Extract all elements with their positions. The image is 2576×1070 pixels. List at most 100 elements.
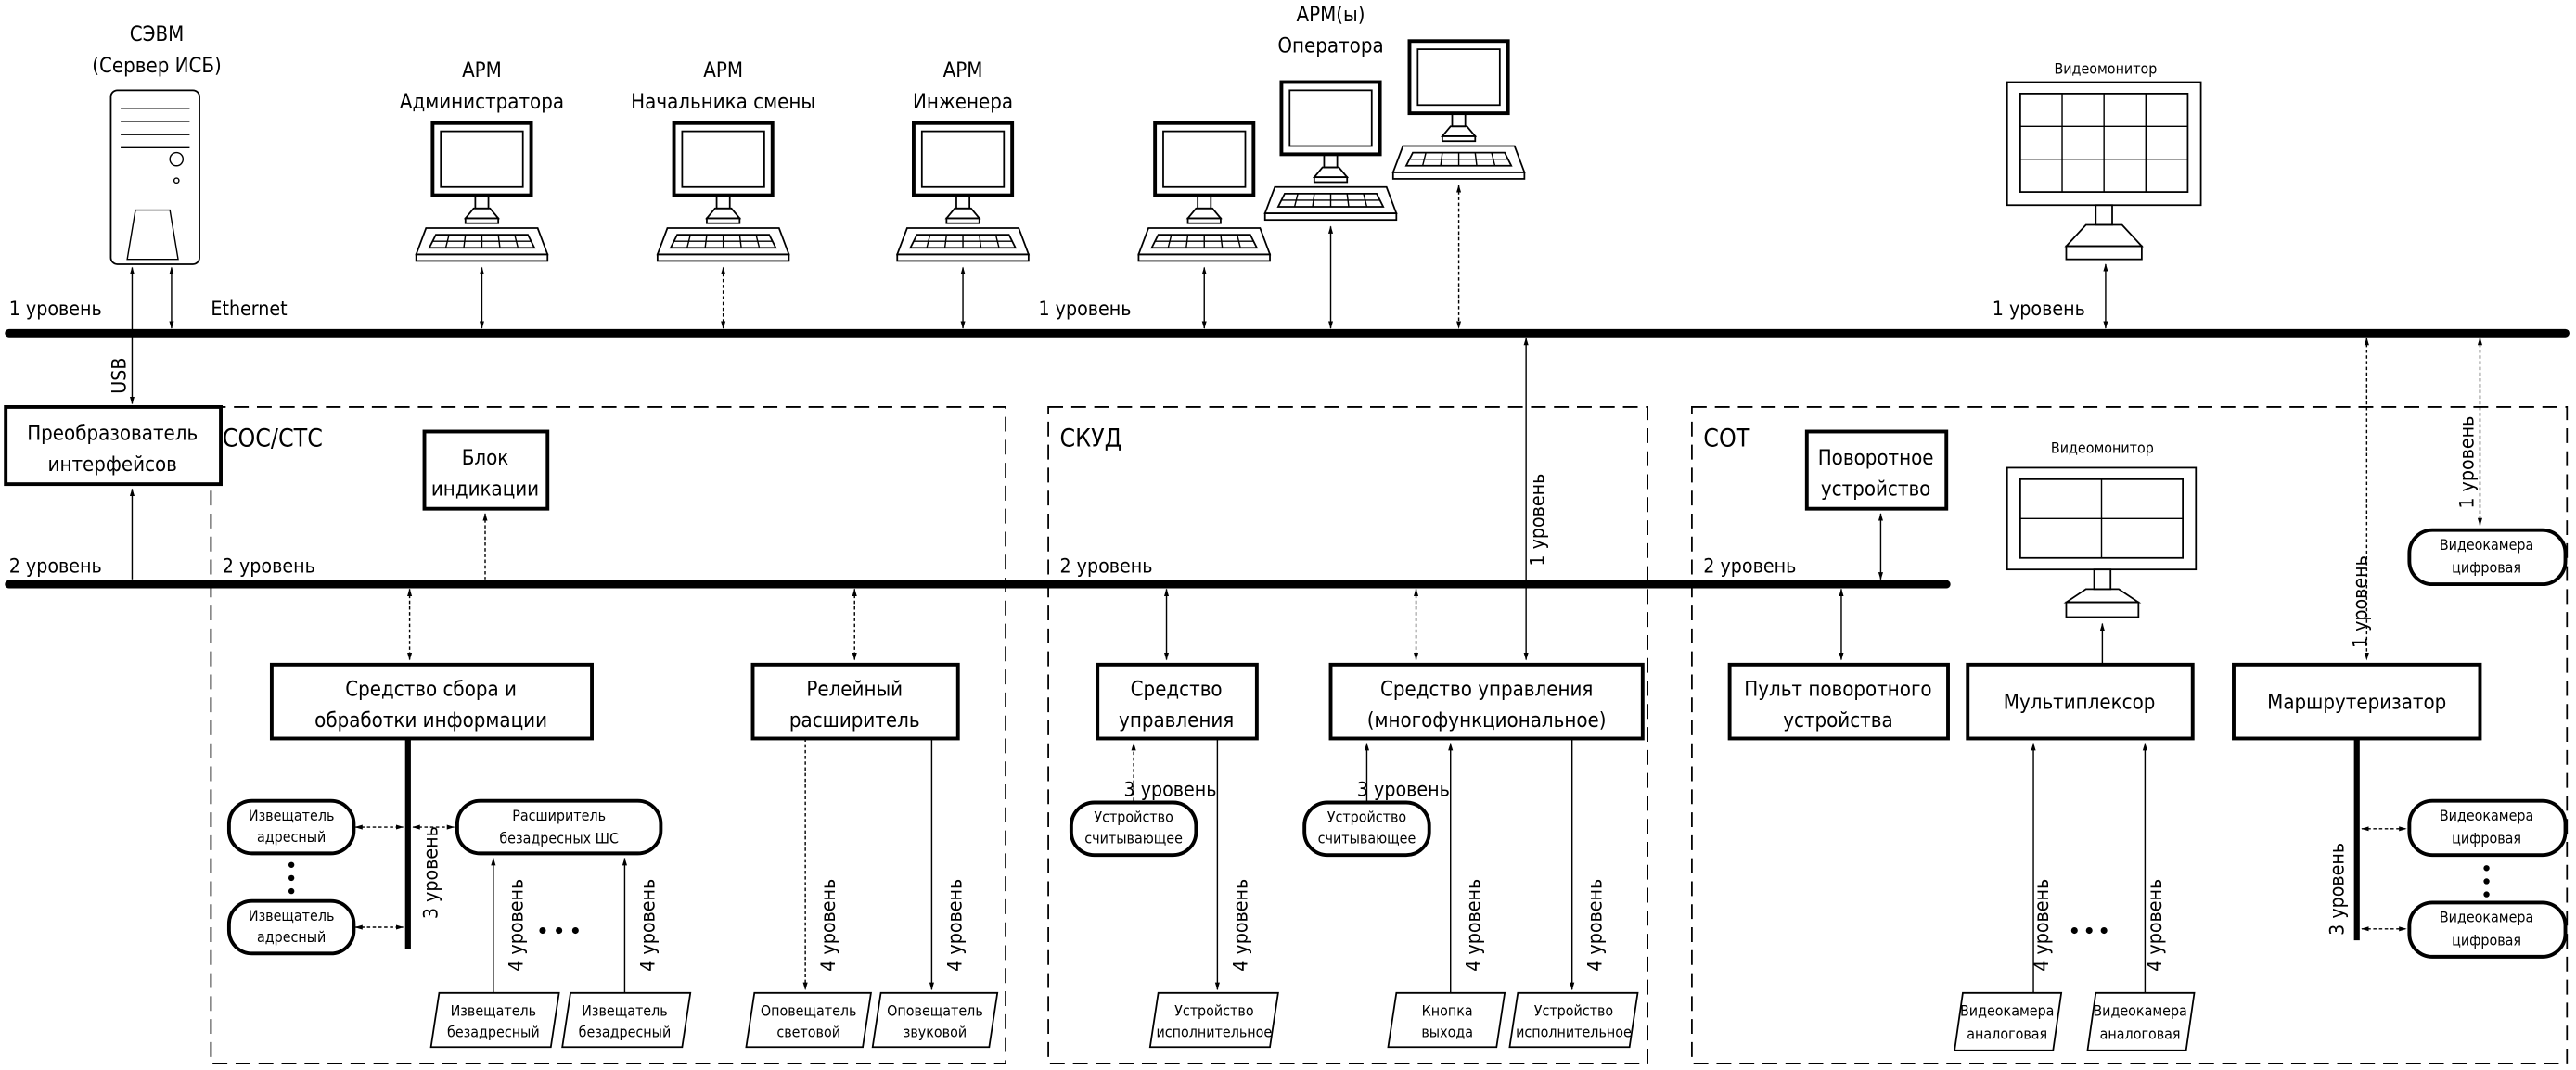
box-label: исполнительное [1156,1024,1272,1041]
level4-label: 4 уровень [943,879,967,972]
server-title: СЭВМ [130,22,185,46]
level4-label: 4 уровень [1229,879,1252,972]
box-label: Устройство [1327,809,1406,826]
server-icon [109,89,200,265]
analog-camera-2 [2086,991,2196,1051]
level4-label: 4 уровень [2144,879,2167,972]
box-label: цифровая [2452,931,2521,949]
box-label: адресный [257,928,326,946]
level3-label: 3 уровень [1357,778,1450,801]
digital-camera-top [2407,528,2568,587]
box-label: Оповещатель [887,1002,983,1020]
box-label: Видеокамера [2440,807,2533,824]
videomonitor-label: Видеомонитор [2051,439,2154,457]
ws-label: Начальника смены [631,90,815,114]
box-label: Извещатель [451,1002,537,1020]
multiplexer-box [1966,662,2195,741]
box-label: звуковой [904,1024,967,1041]
box-label: Видеокамера [2440,536,2533,554]
level2-label: 2 уровень [9,555,102,579]
actuator-1 [1148,991,1279,1049]
ethernet-label: Ethernet [211,298,288,321]
actuator-2 [1508,991,1639,1049]
level4-label: 4 уровень [1584,879,1608,972]
ptz-console-box [1727,662,1950,741]
skud-title: СКУД [1059,424,1121,452]
box-label: Устройство [1174,1002,1253,1020]
level3-label: 3 уровень [1124,778,1217,801]
sot-frame [1691,406,2569,1064]
ws-label: АРМ [462,58,502,83]
level4-label: 4 уровень [2031,879,2054,972]
box-label: Средство [1131,677,1223,701]
level1-label: 1 уровень [9,298,102,321]
box-label: Поворотное [1818,446,1934,470]
box-label: Устройство [1094,809,1173,826]
videomonitor-2-icon [2006,466,2198,618]
box-label: безадресный [447,1024,540,1041]
sound-annunciator [871,991,999,1049]
converter-box [4,404,223,487]
box-label: Релейный [806,677,903,701]
light-annunciator [745,991,872,1049]
workstation-operators [1136,39,1527,263]
indication-box [422,429,550,511]
level4-label: 4 уровень [636,879,660,972]
box-label: Маршрутеризатор [2267,691,2446,715]
videomonitor-label: Видеомонитор [2054,60,2157,78]
server-subtitle: (Сервер ИСБ) [92,54,222,78]
level1-label: 1 уровень [2349,555,2372,648]
box-label: Пульт поворотного [1744,677,1931,701]
workstation-engineer [895,121,1031,263]
level3-label: 3 уровень [2326,843,2350,936]
nonaddr-detector-2 [561,991,692,1049]
expander-box [455,798,663,856]
box-label: безадресный [579,1024,672,1041]
box-label: Извещатель [249,807,335,824]
usb-label: USB [108,358,131,394]
relay-box [750,662,960,741]
level3-label: 3 уровень [420,826,443,919]
box-label: Извещатель [249,907,335,924]
level4-label: 4 уровень [506,879,529,972]
box-label: Средство сбора и [345,677,517,701]
box-label: Видеокамера [2440,909,2533,926]
box-label: аналоговая [2100,1025,2181,1042]
level4-label: 4 уровень [817,879,840,972]
nonaddr-detector-1 [429,991,560,1049]
level1-label: 1 уровень [1993,298,2085,321]
workstation-admin [414,121,550,263]
box-label: световой [776,1024,840,1041]
box-label: цифровая [2452,559,2521,577]
box-label: Извещатель [582,1002,668,1020]
sos-title: СОС/СТС [223,424,323,452]
box-label: расширитель [789,708,920,732]
box-label: обработки информации [314,708,547,732]
ws-label: Администратора [400,90,564,114]
box-label: Расширитель [512,807,606,824]
box-label: адресный [257,828,326,846]
box-label: управления [1119,708,1234,732]
box-label: выхода [1421,1024,1473,1041]
box-label: цифровая [2452,830,2521,847]
sos-frame [210,406,1006,1064]
box-label: считывающее [1084,830,1183,847]
digital-camera-1 [2407,798,2568,858]
level1-label: 1 уровень [1038,298,1131,321]
multi-control-box [1328,662,1645,741]
ws-label: АРМ(ы) [1297,3,1365,27]
box-label: Преобразователь [27,421,198,445]
ws-label: Инженера [913,90,1013,114]
digital-camera-2 [2407,900,2568,959]
box-label: Устройство [1534,1002,1613,1020]
box-label: аналоговая [1967,1025,2047,1042]
box-label: Мультиплексор [2004,691,2156,715]
level4-label: 4 уровень [1463,879,1486,972]
ptz-box [1804,429,1949,511]
box-label: устройства [1783,708,1892,732]
ws-label: Оператора [1277,34,1383,58]
box-label: устройство [1821,478,1930,502]
level1-label: 1 уровень [1527,474,1550,567]
ws-label: АРМ [943,58,983,83]
